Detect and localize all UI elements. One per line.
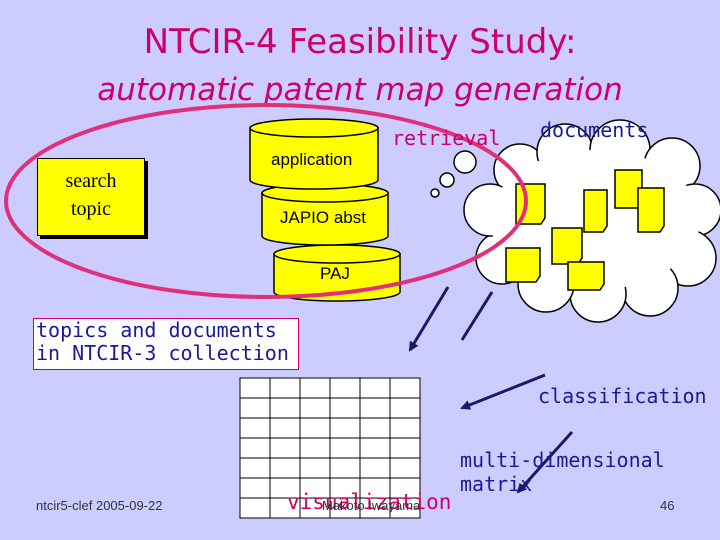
ntcir-collection-line1: topics and documents <box>36 318 277 342</box>
search-topic-line1: search <box>65 170 117 192</box>
slide-title-line2: automatic patent map generation <box>97 72 623 108</box>
search-topic-line2: topic <box>71 198 111 220</box>
footer-author: Makoto Iwayama <box>322 498 421 513</box>
multidimensional-label-line2: matrix <box>460 472 533 496</box>
documents-label: documents <box>540 118 649 142</box>
database-label-application: application <box>271 150 353 169</box>
footer-date: ntcir5-clef 2005-09-22 <box>36 498 163 513</box>
arrow-classification <box>460 373 546 410</box>
page-number: 46 <box>660 498 675 513</box>
database-label-paj: PAJ <box>320 264 350 283</box>
arrow-stroke <box>460 291 494 341</box>
database-label-japio: JAPIO abst <box>280 208 366 227</box>
ntcir-collection-line2: in NTCIR-3 collection <box>36 341 289 365</box>
retrieval-ellipse <box>4 103 528 299</box>
document-icon <box>637 187 665 233</box>
retrieval-label: retrieval <box>392 126 501 150</box>
ntcir-collection-box: topics and documents in NTCIR-3 collecti… <box>33 318 299 370</box>
database-application <box>249 118 379 190</box>
visualization-label: visualization <box>287 490 452 514</box>
multidimensional-matrix <box>239 377 421 519</box>
arrow-retrieval-to-matrix <box>408 286 450 352</box>
document-icon <box>505 247 541 283</box>
search-topic-card: search topic <box>37 158 145 236</box>
document-icon <box>567 261 605 291</box>
document-icon <box>583 189 608 233</box>
multidimensional-label-line1: multi-dimensional <box>460 448 665 472</box>
slide-title-line1: NTCIR-4 Feasibility Study: <box>143 22 577 62</box>
document-icon <box>551 227 583 265</box>
flow-arrows <box>408 286 574 494</box>
thought-bubbles <box>430 150 477 198</box>
arrow-matrix <box>516 430 574 494</box>
classification-label: classification <box>538 384 707 408</box>
